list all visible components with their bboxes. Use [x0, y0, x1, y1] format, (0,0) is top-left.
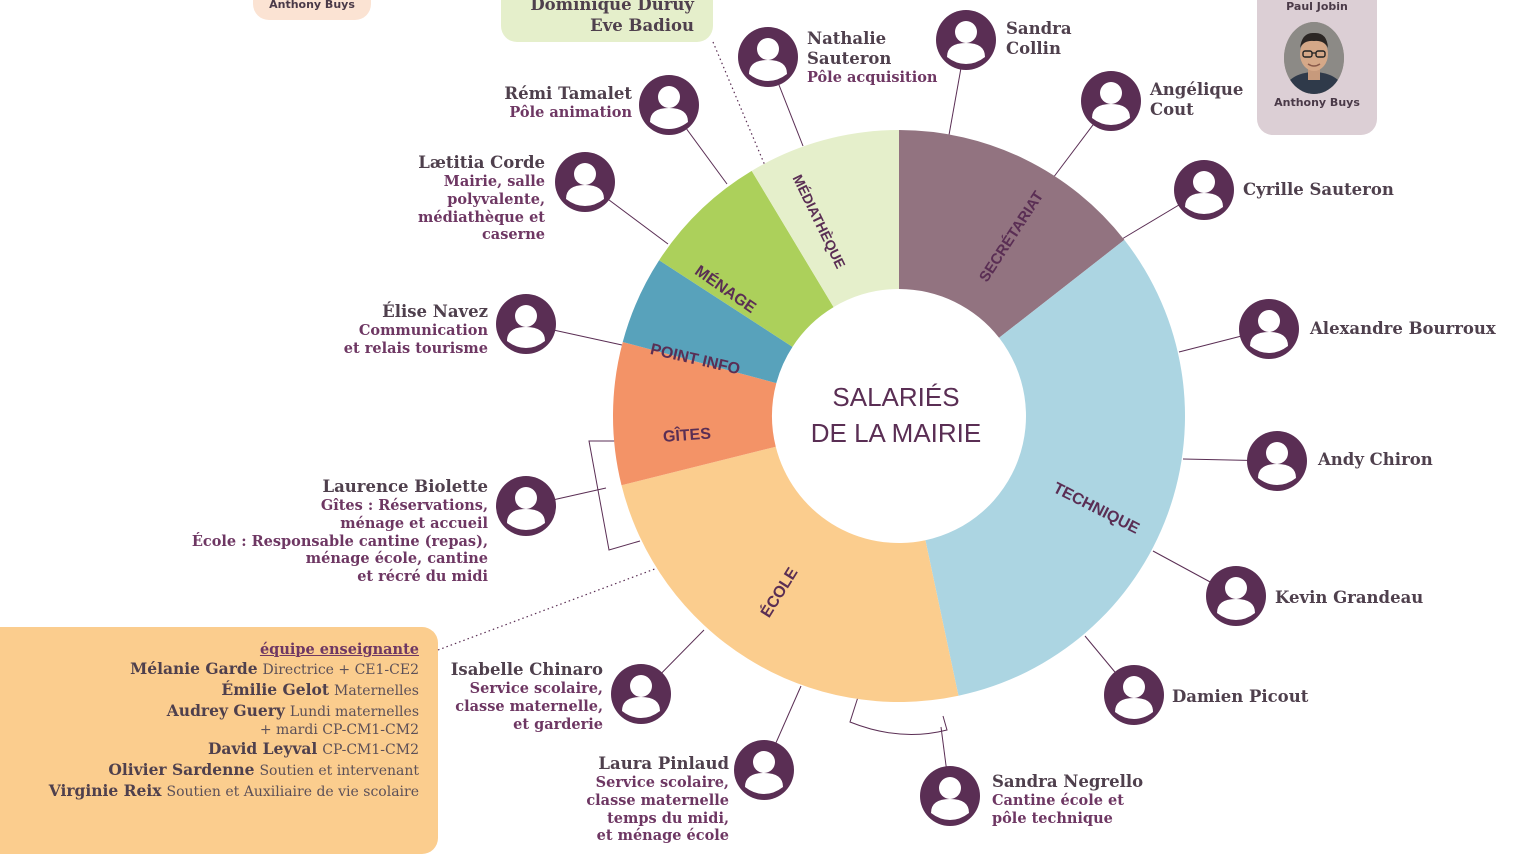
top-right-staff-name: Paul Jobin	[1286, 0, 1348, 13]
user-avatar-icon	[920, 766, 980, 826]
user-avatar-icon	[734, 740, 794, 800]
person-sandra-negrello: Sandra Negrello Cantine école et pôle te…	[992, 772, 1144, 827]
center-title-line2: DE LA MAIRIE	[811, 418, 982, 448]
user-avatar-icon	[1081, 71, 1141, 131]
user-avatar-icon	[496, 476, 556, 536]
user-avatar-icon	[936, 10, 996, 70]
bracket-ecole-technique	[849, 696, 948, 735]
user-avatar-icon	[1247, 431, 1307, 491]
teacher-row-continued: + mardi CP-CM1-CM2	[259, 721, 419, 738]
sector-technique	[925, 239, 1186, 696]
person-cyrille-sauteron: Cyrille Sauteron	[1243, 180, 1394, 199]
teacher-row: Mélanie Garde Directrice + CE1-CE2	[130, 659, 419, 679]
top-left-staff-name: Anthony Buys	[269, 0, 355, 11]
teacher-row: Audrey Guery Lundi maternelles	[166, 700, 419, 720]
person-laurence-biolette: Laurence Biolette Gîtes : Réservations, …	[191, 477, 488, 585]
user-avatar-icon	[738, 27, 798, 87]
sector-école	[621, 446, 959, 702]
top-right-staff-name: Anthony Buys	[1274, 96, 1360, 109]
person-andy-chiron: Andy Chiron	[1318, 450, 1433, 469]
person-elise-navez: Élise Navez Communication et relais tour…	[343, 302, 488, 357]
sector-secrétariat	[899, 130, 1125, 338]
person-nathalie-sauteron: Nathalie Sauteron Pôle acquisition	[807, 29, 938, 87]
sector-gîtes	[613, 341, 777, 486]
teacher-row: Olivier Sardenne Soutien et intervenant	[108, 760, 419, 780]
dotted-connector	[712, 41, 767, 169]
center-title-line1: SALARIÉS	[832, 382, 959, 412]
person-remi-tamalet: Rémi Tamalet Pôle animation	[504, 84, 632, 122]
person-alexandre-bourroux: Alexandre Bourroux	[1310, 319, 1496, 338]
equipe-title: équipe enseignante	[259, 641, 419, 658]
user-avatar-icon	[496, 294, 556, 354]
person-damien-picout: Damien Picout	[1172, 687, 1309, 706]
user-avatar-icon	[1104, 665, 1164, 725]
sector-ménage	[659, 170, 834, 347]
user-avatar-icon	[1206, 566, 1266, 626]
user-avatar-icon	[555, 152, 615, 212]
teacher-row: Émilie Gelot Maternelles	[221, 680, 419, 700]
teacher-row: David Leyval CP-CM1-CM2	[207, 739, 419, 759]
top-left-staff-box: Anthony Buys	[253, 0, 371, 20]
department-ring	[613, 130, 1186, 702]
sector-point-info	[622, 260, 793, 384]
user-avatar-icon	[1174, 160, 1234, 220]
mediatheque-staff-box: Dominique Duruy Eve Badiou	[501, 0, 713, 42]
top-right-staff-box: Paul Jobin Anthony Buys	[1257, 0, 1377, 135]
user-avatar-icon	[639, 75, 699, 135]
sector-médiathèque	[751, 130, 899, 308]
person-kevin-grandeau: Kevin Grandeau	[1275, 588, 1424, 607]
person-angelique-cout: Angélique Cout	[1150, 80, 1244, 120]
user-avatar-icon	[1239, 299, 1299, 359]
person-sandra-collin: Sandra Collin	[1006, 19, 1072, 59]
teacher-row: Virginie Reix Soutien et Auxiliaire de v…	[48, 781, 419, 800]
user-avatar-icon	[611, 664, 671, 724]
mediatheque-staff-line: Dominique Duruy	[530, 0, 694, 15]
avatars	[496, 10, 1307, 826]
staff-photo	[1284, 22, 1344, 94]
person-laura-pinlaud: Laura Pinlaud Service scolaire, classe m…	[586, 754, 729, 845]
mediatheque-staff-line: Eve Badiou	[590, 15, 694, 35]
equipe-enseignante-box: équipe enseignante Mélanie Garde Directr…	[0, 627, 438, 854]
person-isabelle-chinaro: Isabelle Chinaro Service scolaire, class…	[450, 660, 603, 733]
sector-label: GÎTES	[662, 424, 712, 446]
bracket-gites-ecole	[588, 440, 641, 551]
person-laetitia-corde: Lætitia Corde Mairie, salle polyvalente,…	[418, 153, 545, 244]
